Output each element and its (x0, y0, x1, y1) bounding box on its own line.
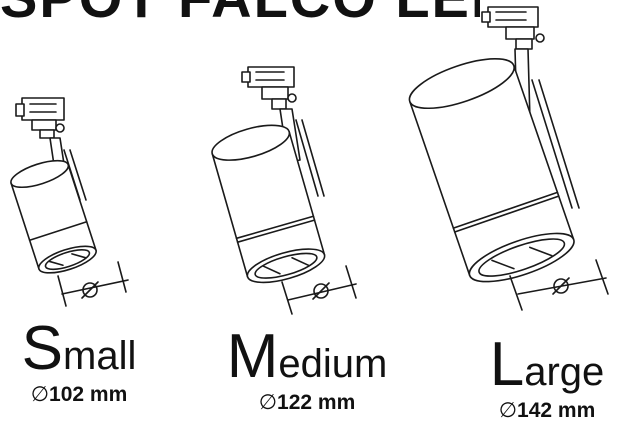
small-body (10, 159, 97, 274)
diameter-symbol: ∅ (258, 391, 278, 414)
large-body (408, 58, 575, 283)
diameter-value: 102 mm (49, 383, 128, 406)
small-spotlight-drawing (10, 97, 129, 307)
size-name-small: Small (0, 318, 158, 380)
diameter-value: 122 mm (277, 391, 356, 414)
size-initial: M (226, 322, 279, 391)
size-label-small: Small ∅102 mm (0, 318, 158, 407)
size-name-rest: edium (278, 342, 388, 386)
diameter-medium: ∅122 mm (222, 390, 392, 415)
small-dimension-line (57, 261, 129, 307)
medium-body (211, 124, 326, 284)
diameter-symbol: ∅ (30, 383, 50, 406)
size-name-large: Large (476, 334, 618, 396)
size-name-medium: Medium (222, 326, 392, 388)
page-title: SPOT FALCO LED (0, 0, 480, 18)
large-spotlight-drawing (408, 6, 609, 311)
small-track-adapter (15, 97, 65, 139)
diameter-symbol: ∅ (498, 399, 518, 422)
medium-spotlight-drawing (211, 66, 357, 315)
size-label-large: Large ∅142 mm (476, 334, 618, 423)
size-name-rest: mall (63, 334, 137, 378)
large-dimension-line (509, 259, 609, 311)
size-initial: L (489, 330, 525, 399)
large-track-adapter (481, 6, 545, 50)
diameter-small: ∅102 mm (0, 382, 158, 407)
medium-dimension-line (281, 265, 357, 315)
diameter-value: 142 mm (517, 399, 596, 422)
size-initial: S (21, 314, 63, 383)
size-name-rest: arge (524, 350, 605, 394)
size-label-medium: Medium ∅122 mm (222, 326, 392, 415)
diameter-large: ∅142 mm (476, 398, 618, 423)
medium-track-adapter (241, 66, 297, 110)
